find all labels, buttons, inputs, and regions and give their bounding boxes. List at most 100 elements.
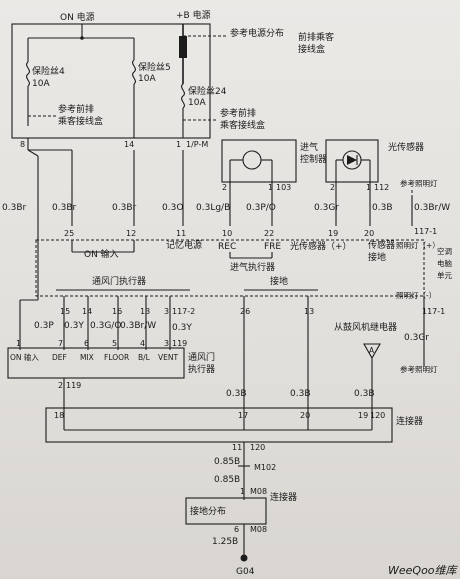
fuse24-rating: 10A (188, 98, 206, 108)
ground-dist-box (185, 497, 267, 525)
def-label: DEF (52, 353, 67, 362)
ref-front-junction-b-1: 参考前排 (220, 107, 256, 119)
wire-03go: 0.3G/O (90, 321, 121, 331)
watermark-text: WeeQoo维库 (388, 564, 459, 577)
fusible-link-icon (179, 36, 187, 58)
pin-3b: 3 (164, 339, 169, 348)
ref-lighting-top: 参考照明灯 (400, 178, 438, 188)
pin-120a: 120 (370, 411, 385, 420)
ref-front-junction-b-2: 乘客接线盒 (220, 119, 265, 131)
pin-14b: 14 (82, 307, 92, 316)
light-sensor-box (325, 139, 379, 183)
front-junction-label-2: 接线盒 (298, 43, 325, 55)
wire-03br-b: 0.3Br (52, 203, 76, 213)
wire-03b-d: 0.3B (354, 389, 375, 399)
wire-03gr-a: 0.3Gr (314, 203, 339, 213)
bl-label: B/L (138, 353, 151, 362)
ac-control-label-3: 单元 (437, 270, 452, 280)
wire-03b-c: 0.3B (290, 389, 311, 399)
light-sensor-label: 光传感器 (388, 141, 424, 153)
pin-19b: 19 (358, 411, 368, 420)
pin-19: 19 (328, 229, 338, 238)
pin-17: 17 (238, 411, 248, 420)
ground-point-icon (240, 554, 248, 562)
pin-4: 4 (140, 339, 145, 348)
fre-label: FRE (264, 242, 281, 252)
wire-03br-a: 0.3Br (2, 203, 26, 213)
ground-label: 接地 (270, 275, 288, 287)
pin-119a: 119 (172, 339, 187, 348)
vent-door-actuator-label-2b: 执行器 (188, 363, 215, 375)
pin-120b: 120 (250, 443, 265, 452)
pin-26: 26 (240, 307, 250, 316)
pin-25: 25 (64, 229, 74, 238)
connector-label-2: 连接器 (270, 491, 297, 503)
front-junction-box (11, 23, 211, 139)
rec-label: REC (218, 242, 236, 252)
memory-power-label: 记忆电源 (166, 239, 202, 251)
pin-117-1a: 117-1 (414, 227, 437, 236)
pin-14: 14 (124, 140, 134, 149)
wire-085b-b: 0.85B (214, 475, 240, 485)
pin-1: 1 (176, 140, 181, 149)
pin-22: 22 (264, 229, 274, 238)
fuse5-label: 保险丝5 (138, 61, 171, 73)
pin-13: 13 (140, 307, 150, 316)
intake-controller-box (221, 139, 297, 183)
wire-03p: 0.3P (34, 321, 54, 331)
connector-block (45, 407, 393, 443)
pin-1b: 1 (366, 183, 371, 192)
pin-1d: 1 (240, 487, 245, 496)
wire-03br-c: 0.3Br (112, 203, 136, 213)
intake-control-label-2: 控制器 (300, 153, 327, 165)
pin-1c: 1 (16, 339, 21, 348)
pin-7: 7 (58, 339, 63, 348)
pin-15: 15 (60, 307, 70, 316)
fuse4-label: 保险丝4 (32, 65, 65, 77)
ref-front-junction-a-2: 乘客接线盒 (58, 115, 103, 127)
relay-triangle-icon (363, 343, 381, 360)
vent-door-actuator-label: 通风门执行器 (92, 275, 146, 287)
ref-front-junction-a-1: 参考前排 (58, 103, 94, 115)
pin-112: 112 (374, 183, 389, 192)
connector-label-1: 连接器 (396, 415, 423, 427)
pin-2c: 2 (58, 381, 63, 390)
pin-117-1b: 117-1 (422, 307, 445, 316)
wire-03po: 0.3P/O (246, 203, 276, 213)
pin-2a: 2 (222, 183, 227, 192)
ac-ecu-box (35, 239, 425, 297)
pin-20: 20 (364, 229, 374, 238)
wire-085b-a: 0.85B (214, 457, 240, 467)
pin-12: 12 (126, 229, 136, 238)
pin-6: 6 (84, 339, 89, 348)
pin-6b: 6 (234, 525, 239, 534)
intake-actuator-label: 进气执行器 (230, 261, 275, 273)
sensor-ground-label-2: 接地 (368, 251, 386, 263)
light-sensor-plus-label: 光传感器（+） (290, 240, 352, 252)
pin-16: 16 (112, 307, 122, 316)
on-power-label: ON 电源 (60, 11, 95, 23)
wire-03lgb: 0.3Lg/B (196, 203, 230, 213)
pin-11: 11 (176, 229, 186, 238)
fuse5-rating: 10A (138, 74, 156, 84)
wire-03b-a: 0.3B (372, 203, 393, 213)
mode-on-input-label: ON 输入 (10, 352, 39, 362)
pin-119b: 119 (66, 381, 81, 390)
pin-1pm: 1/P-M (186, 140, 208, 149)
pin-1a: 1 (268, 183, 273, 192)
fuse4-rating: 10A (32, 79, 50, 89)
vent-door-actuator-label-2a: 通风门 (188, 351, 215, 363)
m08-a: M08 (250, 487, 267, 496)
wire-03brw: 0.3Br/W (414, 203, 450, 213)
pin-13b: 13 (304, 307, 314, 316)
relay-mark: A (369, 346, 375, 355)
pin-117-2: 117-2 (172, 307, 195, 316)
pin-10: 10 (222, 229, 232, 238)
wire-125b: 1.25B (212, 537, 238, 547)
wire-03gr-b: 0.3Gr (404, 333, 429, 343)
wire-03b-b: 0.3B (226, 389, 247, 399)
blower-relay-label: 从鼓风机继电器 (334, 321, 397, 333)
fuse24-label: 保险丝24 (188, 85, 227, 97)
